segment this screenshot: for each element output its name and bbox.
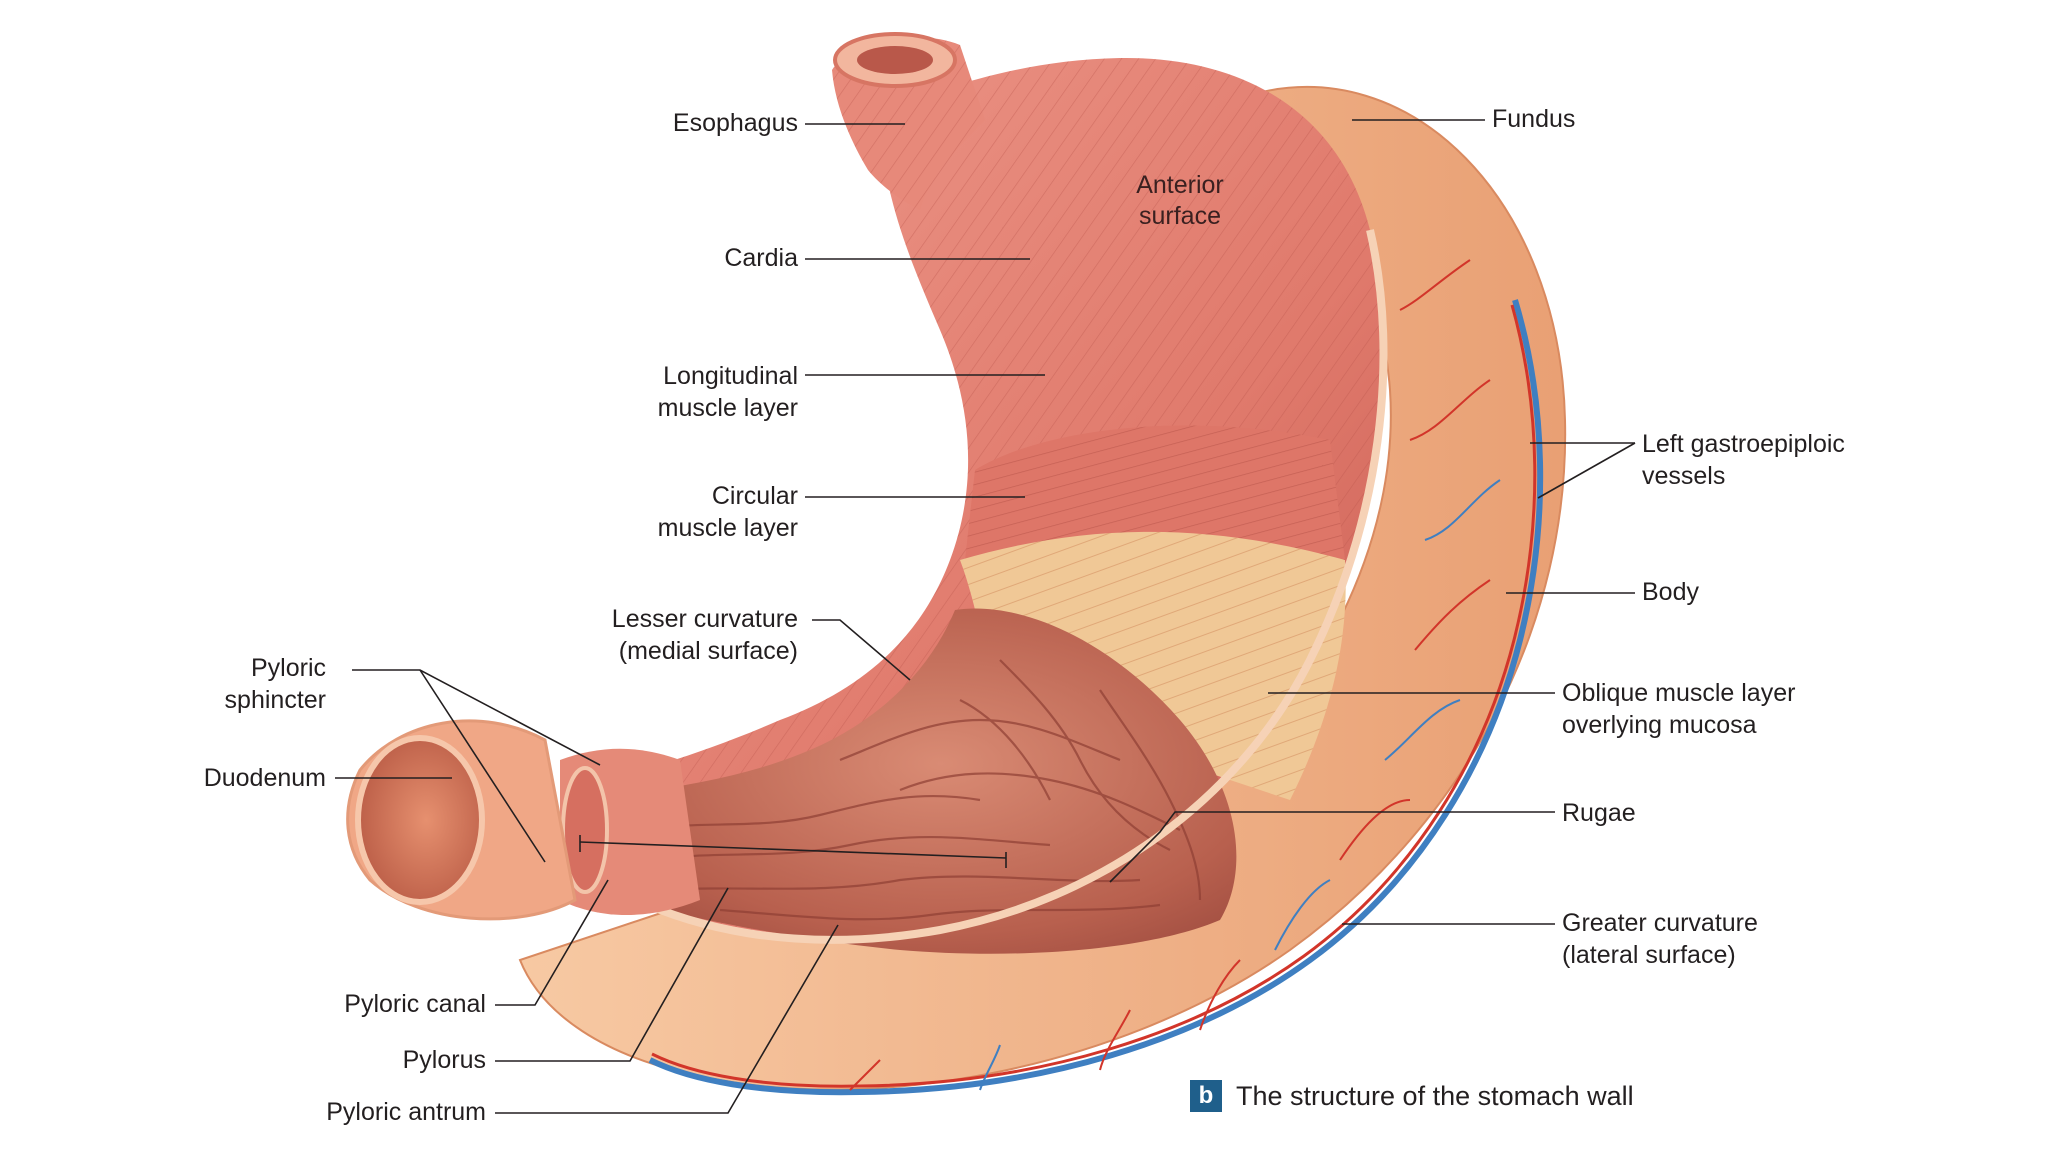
label-duodenum: Duodenum: [203, 764, 326, 792]
label-rugae: Rugae: [1562, 799, 1636, 827]
label-fundus: Fundus: [1492, 105, 1576, 133]
rugae-folds: [639, 659, 1202, 921]
label-pylorus: Pylorus: [402, 1046, 486, 1074]
label-lesser-curvature: Lesser curvature (medial surface): [611, 605, 798, 665]
leader-lines: [335, 119, 1636, 1114]
label-pyloric-antrum: Pyloric antrum: [326, 1098, 486, 1126]
label-body: Body: [1642, 578, 1699, 606]
label-pyloric-canal: Pyloric canal: [344, 990, 486, 1018]
label-circular-muscle-layer: Circular muscle layer: [657, 482, 798, 542]
vessel-branches: [849, 259, 1501, 1091]
oblique-fibers: [960, 531, 1346, 800]
circular-fibers: [965, 425, 1345, 560]
label-greater-curvature: Greater curvature (lateral surface): [1562, 909, 1758, 969]
label-left-gastroepiploic-vessels: Left gastroepiploic vessels: [1642, 430, 1845, 490]
caption-badge: b: [1190, 1080, 1222, 1112]
label-pyloric-sphincter: Pyloric sphincter: [224, 654, 326, 714]
vein-line: [648, 299, 1544, 1096]
label-longitudinal-muscle-layer: Longitudinal muscle layer: [657, 362, 798, 422]
label-cardia: Cardia: [724, 244, 798, 272]
caption-text: The structure of the stomach wall: [1236, 1080, 1634, 1111]
mucosa-interior: [580, 608, 1237, 954]
label-esophagus: Esophagus: [672, 109, 798, 137]
esophagus-opening: [857, 46, 933, 74]
artery-line: [651, 304, 1537, 1088]
label-anterior-surface: Anterior surface: [1136, 171, 1224, 230]
cut-wall-rim: [597, 229, 1388, 944]
duodenum-lumen: [355, 735, 485, 905]
figure-caption: b The structure of the stomach wall: [1190, 1078, 1634, 1114]
label-oblique-muscle-layer: Oblique muscle layer overlying mucosa: [1562, 679, 1796, 739]
